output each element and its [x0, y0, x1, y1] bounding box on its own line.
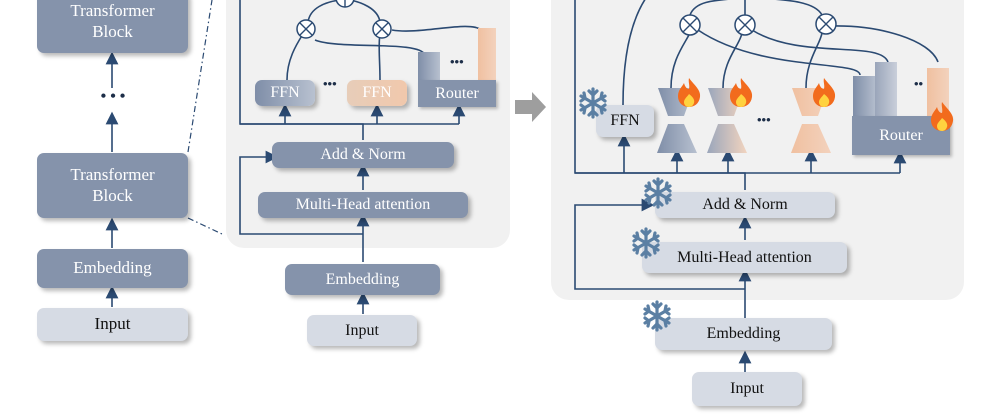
ffn-frozen-block: FFN [596, 105, 654, 137]
router-block: Router [418, 80, 496, 107]
router-ellipsis: •• [914, 76, 924, 91]
middle-router-shape [418, 28, 496, 82]
ffn-expert-1: FFN [255, 80, 315, 106]
router-block: Router [852, 116, 950, 155]
transformer-block-bottom: Transformer Block [37, 153, 188, 218]
transformer-block-label-line1: Transformer [70, 165, 155, 185]
router-ellipsis: ••• [450, 54, 464, 69]
middle-op-nodes [296, 0, 392, 39]
expert-ellipsis: ••• [323, 76, 337, 91]
input-block: Input [692, 372, 802, 406]
right-op-nodes [679, 13, 837, 36]
transformer-block-label-line2: Block [92, 21, 133, 41]
right-wiring [574, 0, 939, 373]
embedding-block: Embedding [285, 264, 440, 295]
right-router-shape [853, 62, 949, 116]
middle-wiring [239, 0, 482, 314]
multi-head-attention-block: Multi-Head attention [258, 192, 468, 218]
expert-ellipsis: ••• [757, 112, 771, 127]
transformer-block-label-line1: Transformer [70, 1, 155, 21]
embedding-block: Embedding [655, 318, 832, 350]
input-block: Input [37, 308, 188, 341]
expert-1 [657, 88, 697, 153]
add-norm-block: Add & Norm [272, 142, 454, 168]
input-block: Input [307, 315, 417, 346]
right-experts [657, 88, 831, 153]
zoom-guide-lines [187, 0, 223, 235]
expert-2 [707, 88, 747, 153]
ellipsis: • • • [100, 88, 126, 105]
embedding-block: Embedding [37, 249, 188, 288]
transformer-block-top: Transformer Block [37, 0, 188, 53]
transformer-block-label-line2: Block [92, 185, 133, 205]
right-arrow-icon [515, 92, 546, 122]
multi-head-attention-block: Multi-Head attention [642, 242, 847, 273]
expert-n [791, 88, 831, 153]
add-norm-block: Add & Norm [655, 192, 835, 218]
ffn-expert-2: FFN [347, 80, 407, 106]
